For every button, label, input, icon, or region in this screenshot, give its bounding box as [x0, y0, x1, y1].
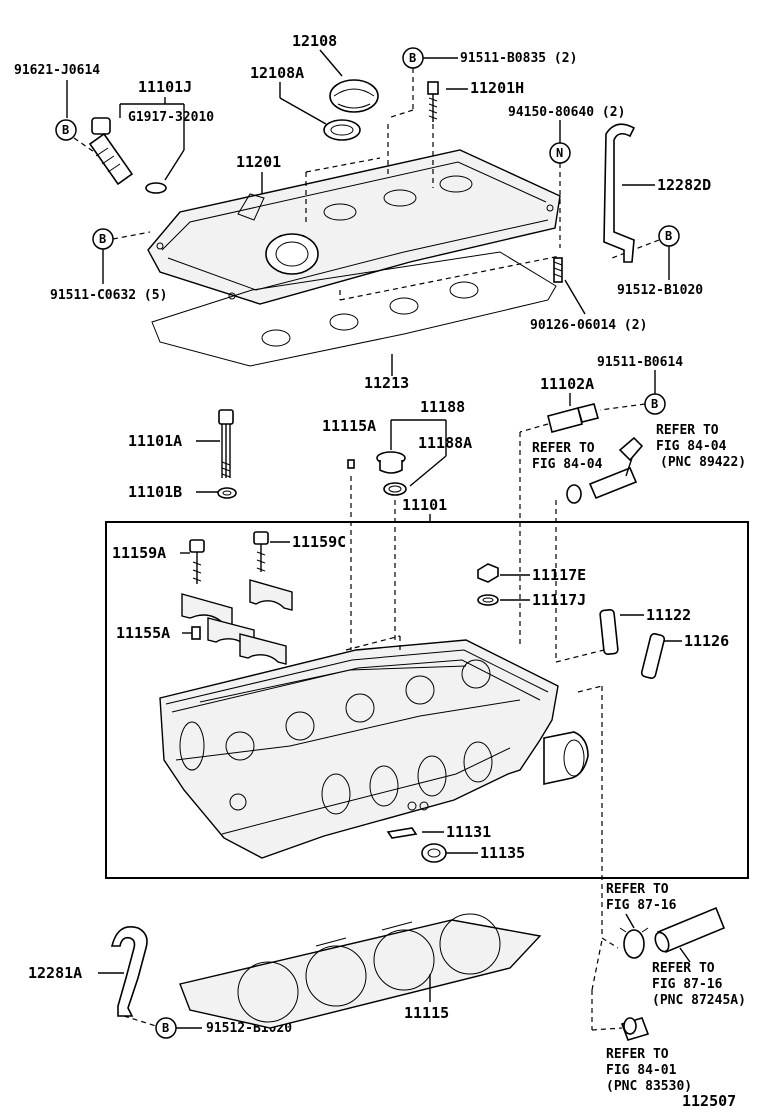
- gasket-11131: [386, 827, 418, 839]
- label-11115: 11115: [404, 1004, 449, 1022]
- label-91511-b0614: 91511-B0614: [597, 355, 683, 370]
- label-11101A: 11101A: [128, 432, 182, 450]
- ref3-line2: FIG 87-16: [606, 898, 677, 913]
- label-11126: 11126: [684, 632, 729, 650]
- cylinder-head-box: [105, 521, 749, 879]
- cylinder-head-11101: [159, 639, 589, 859]
- camshaft-bearing-caps: [181, 579, 293, 665]
- label-11201H: 11201H: [470, 79, 524, 97]
- sensor-11102a: [547, 403, 599, 433]
- label-11117E: 11117E: [532, 566, 586, 584]
- svg-text:B: B: [99, 232, 106, 246]
- label-90126-06014: 90126-06014 (2): [530, 318, 647, 333]
- bracket-12282d: [603, 123, 636, 263]
- ref5-line1: REFER TO: [606, 1047, 669, 1062]
- leader-12108A-b: [279, 97, 327, 125]
- ref1-line2: FIG 84-04: [532, 457, 603, 472]
- label-91512-b1020-top: 91512-B1020: [617, 283, 703, 298]
- label-12282D: 12282D: [657, 176, 711, 194]
- ref3-line1: REFER TO: [606, 882, 669, 897]
- label-91621-j0614: 91621-J0614: [14, 63, 100, 78]
- pin-11115a: [347, 459, 355, 469]
- bolt-11159c: [253, 531, 269, 572]
- label-11115A: 11115A: [322, 417, 376, 435]
- label-11101: 11101: [402, 496, 447, 514]
- tube-11126: [640, 633, 666, 679]
- water-hose: [654, 906, 726, 954]
- oil-filler-cap: [323, 79, 379, 141]
- ref4-line1: REFER TO: [652, 961, 715, 976]
- label-g1917-32010: G1917-32010: [128, 110, 214, 125]
- label-11188A: 11188A: [418, 434, 472, 452]
- plug-11188: [376, 451, 406, 474]
- label-11159A: 11159A: [112, 544, 166, 562]
- svg-text:N: N: [556, 146, 563, 160]
- ref2-line1: REFER TO: [656, 423, 719, 438]
- tube-11122: [599, 608, 619, 656]
- cylinder-head-gasket-11115: [179, 913, 542, 1029]
- bolt-11159a: [189, 539, 205, 584]
- label-12108A: 12108A: [250, 64, 304, 82]
- label-11135: 11135: [480, 844, 525, 862]
- hose-clamp: [619, 927, 649, 959]
- label-11117J: 11117J: [532, 591, 586, 609]
- label-91511-c0632: 91511-C0632 (5): [50, 288, 167, 303]
- svg-text:B: B: [665, 229, 672, 243]
- svg-text:B: B: [62, 123, 69, 137]
- ref5-line2: FIG 84-01: [606, 1063, 677, 1078]
- oil-filler-dashed-guides: [305, 124, 561, 301]
- ref2-line2: FIG 84-04: [656, 439, 727, 454]
- bolt-marker-b-91511-c0632: B: [92, 228, 114, 250]
- seal-11135: [421, 843, 447, 863]
- ref1-line1: REFER TO: [532, 441, 595, 456]
- svg-text:B: B: [409, 51, 416, 65]
- label-12281A: 12281A: [28, 964, 82, 982]
- nut-marker-n: N: [549, 142, 571, 164]
- label-11102A: 11102A: [540, 375, 594, 393]
- label-11101J: 11101J: [138, 78, 192, 96]
- label-11188: 11188: [420, 398, 465, 416]
- bolt-11101a: [218, 409, 234, 478]
- ref4-line2: FIG 87-16: [652, 977, 723, 992]
- label-94150-80640: 94150-80640 (2): [508, 105, 625, 120]
- label-11131: 11131: [446, 823, 491, 841]
- label-11122: 11122: [646, 606, 691, 624]
- bolt-marker-b-91512-b1020-top: B: [658, 225, 680, 247]
- ref2-line3: (PNC 89422): [660, 455, 746, 470]
- leader-12108: [319, 49, 343, 77]
- gasket-11213: [151, 251, 557, 367]
- svg-text:B: B: [651, 397, 658, 411]
- bracket-12281a: [110, 926, 148, 1017]
- label-11201: 11201: [236, 153, 281, 171]
- temperature-sensor: [620, 1017, 650, 1041]
- label-12108: 12108: [292, 32, 337, 50]
- bolt-11201h: [427, 81, 439, 122]
- pin-11155a: [191, 626, 201, 640]
- bolt-marker-b-91621-j0614: B: [55, 119, 77, 141]
- plug-11117e: [477, 563, 499, 583]
- label-11213: 11213: [364, 374, 409, 392]
- label-11155A: 11155A: [116, 624, 170, 642]
- oil-pressure-sensor: [566, 436, 644, 504]
- gasket-11117j: [477, 594, 499, 606]
- bolt-marker-b-91511-b0614: B: [644, 393, 666, 415]
- label-11101B: 11101B: [128, 483, 182, 501]
- label-11159C: 11159C: [292, 533, 346, 551]
- bolt-marker-b-91512-b1020-bottom: B: [155, 1017, 177, 1039]
- ref4-line3: (PNC 87245A): [652, 993, 746, 1008]
- bolt-marker-b-91511-b0835: B: [402, 47, 424, 69]
- cylinder-head-cover-11201: [147, 149, 561, 305]
- svg-text:B: B: [162, 1021, 169, 1035]
- ref5-line3: (PNC 83530): [606, 1079, 692, 1094]
- gasket-11188a: [383, 482, 407, 496]
- washer-11101b: [217, 487, 237, 499]
- diagram-id: 112507: [682, 1092, 736, 1110]
- label-91511-b0835: 91511-B0835 (2): [460, 51, 577, 66]
- oil-control-valve-11101j: [88, 117, 167, 194]
- stud-90126: [553, 257, 563, 283]
